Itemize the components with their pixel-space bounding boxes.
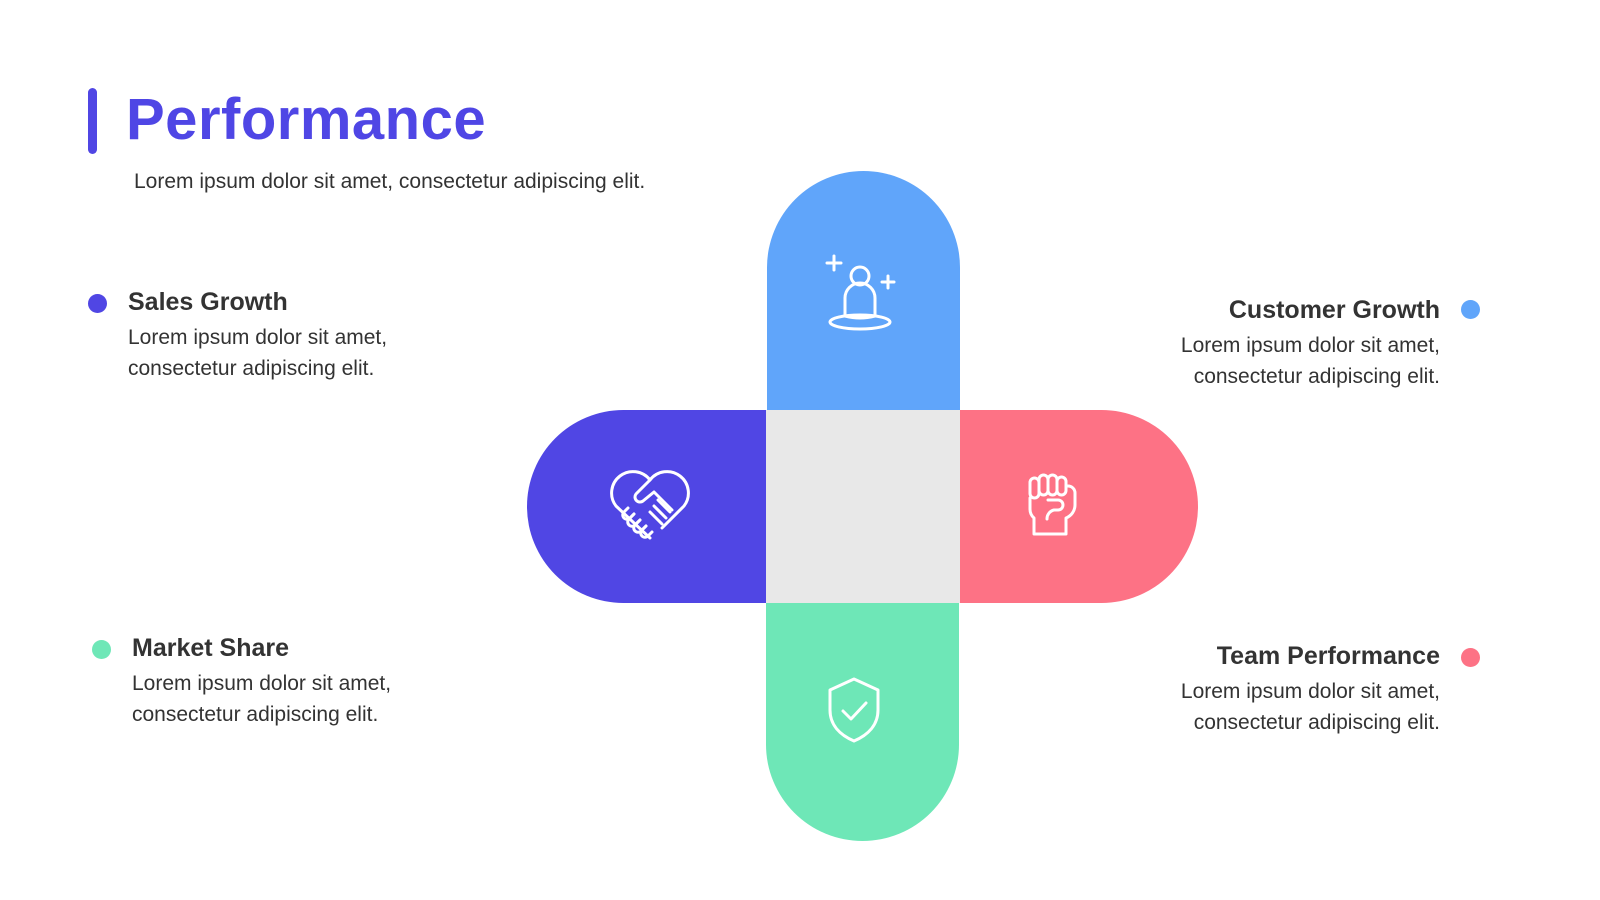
market-share-title: Market Share xyxy=(132,634,290,662)
team-performance-desc: Lorem ipsum dolor sit amet, consectetur … xyxy=(1020,676,1440,738)
cross-center xyxy=(766,410,960,603)
team-performance-dot xyxy=(1461,648,1480,667)
title-accent-bar xyxy=(88,88,97,154)
customer-growth-desc: Lorem ipsum dolor sit amet, consectetur … xyxy=(1020,330,1440,392)
cross-arm-top xyxy=(767,171,960,410)
customer-growth-item: Customer Growth Lorem ipsum dolor sit am… xyxy=(1020,294,1480,392)
team-performance-desc-line2: consectetur adipiscing elit. xyxy=(1193,711,1440,734)
market-share-item: Market Share Lorem ipsum dolor sit amet,… xyxy=(92,632,552,730)
sales-growth-desc-line2: consectetur adipiscing elit. xyxy=(128,357,375,380)
sales-growth-desc: Lorem ipsum dolor sit amet, consectetur … xyxy=(128,322,548,384)
team-performance-item: Team Performance Lorem ipsum dolor sit a… xyxy=(1020,640,1480,738)
market-share-desc-line2: consectetur adipiscing elit. xyxy=(132,703,379,726)
sales-growth-dot xyxy=(88,294,107,313)
market-share-desc: Lorem ipsum dolor sit amet, consectetur … xyxy=(132,668,552,730)
customer-growth-desc-line1: Lorem ipsum dolor sit amet, xyxy=(1180,334,1440,357)
cross-arm-bottom xyxy=(766,603,959,841)
person-plus-icon xyxy=(825,254,897,338)
customer-growth-title: Customer Growth xyxy=(1228,296,1440,324)
market-share-desc-line1: Lorem ipsum dolor sit amet, xyxy=(132,672,392,695)
customer-growth-dot xyxy=(1461,300,1480,319)
sales-growth-item: Sales Growth Lorem ipsum dolor sit amet,… xyxy=(88,286,548,384)
raised-fist-icon xyxy=(1026,472,1078,538)
sales-growth-desc-line1: Lorem ipsum dolor sit amet, xyxy=(128,326,388,349)
team-performance-desc-line1: Lorem ipsum dolor sit amet, xyxy=(1180,680,1440,703)
customer-growth-desc-line2: consectetur adipiscing elit. xyxy=(1193,365,1440,388)
shield-check-icon xyxy=(826,676,882,744)
team-performance-title: Team Performance xyxy=(1216,642,1440,670)
market-share-dot xyxy=(92,640,111,659)
sales-growth-title: Sales Growth xyxy=(128,288,288,316)
handshake-heart-icon xyxy=(606,468,694,542)
page-subtitle: Lorem ipsum dolor sit amet, consectetur … xyxy=(134,170,646,193)
cross-arm-left xyxy=(527,410,766,603)
page-title: Performance xyxy=(126,87,487,152)
cross-arm-right xyxy=(960,410,1198,603)
